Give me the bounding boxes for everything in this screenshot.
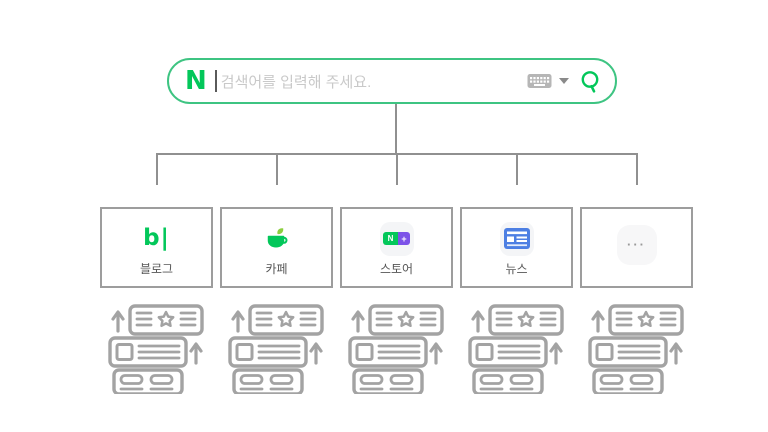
documents-with-up-arrows-icon: [108, 304, 204, 394]
channel-box-store[interactable]: N + 스토어: [340, 207, 453, 288]
naver-news-icon: [499, 221, 534, 257]
channel-box-blog[interactable]: b| 블로그: [100, 207, 213, 288]
channel-label: 카페: [265, 261, 288, 276]
blog-glyph: b|: [143, 225, 170, 251]
dropdown-arrow-icon[interactable]: [559, 78, 569, 84]
more-icon-tile: ···: [616, 224, 657, 265]
naver-logo: N: [185, 66, 207, 96]
search-magnifier-icon[interactable]: [579, 69, 603, 93]
store-n-badge: N: [383, 232, 398, 245]
naver-store-icon: N +: [379, 221, 414, 257]
channel-label: 뉴스: [505, 261, 528, 276]
connector-drop-blog: [156, 154, 158, 185]
store-icon-tile: N +: [379, 221, 414, 256]
naver-cafe-icon: [264, 221, 290, 257]
connector-drop-news: [516, 154, 518, 185]
documents-with-up-arrows-icon: [228, 304, 324, 394]
more-ellipsis-icon: ···: [616, 224, 657, 265]
text-cursor: [214, 70, 217, 92]
more-dots: ···: [627, 237, 646, 252]
channel-label: 스토어: [379, 261, 414, 276]
channel-box-news[interactable]: 뉴스: [460, 207, 573, 288]
connector-drop-more: [636, 154, 638, 185]
documents-with-up-arrows-icon: [588, 304, 684, 394]
search-input[interactable]: 검색어를 입력해 주세요.: [220, 73, 372, 91]
channel-box-cafe[interactable]: 카페: [220, 207, 333, 288]
documents-with-up-arrows-icon: [348, 304, 444, 394]
keyboard-icon[interactable]: [527, 73, 552, 89]
naver-search-bar[interactable]: N 검색어를 입력해 주세요.: [167, 58, 617, 104]
connector-drop-cafe: [276, 154, 278, 185]
connector-drop-store: [396, 154, 398, 185]
store-plus-badge: +: [398, 232, 410, 245]
news-icon-tile: [499, 221, 534, 256]
connector-stem: [395, 104, 397, 153]
documents-with-up-arrows-icon: [468, 304, 564, 394]
channel-label: 블로그: [139, 261, 174, 276]
naver-blog-icon: b|: [143, 221, 170, 257]
channel-box-more[interactable]: ···: [580, 207, 693, 288]
